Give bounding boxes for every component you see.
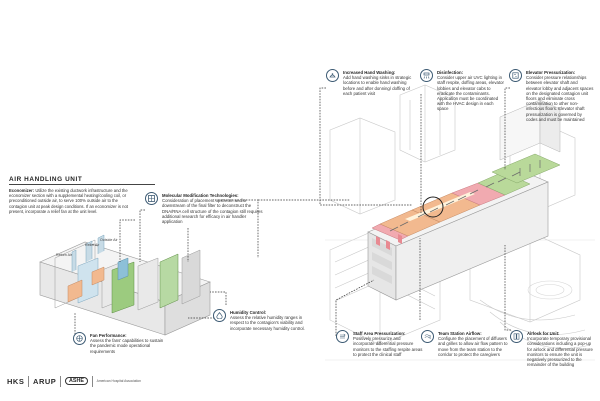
callout-molecular-text: Consideration of placement upstream and/… xyxy=(162,198,263,225)
economizer-title: Economizer: xyxy=(9,188,35,193)
callout-disinfection: Disinfection: Consider upper air UVC lig… xyxy=(420,69,505,112)
callout-disinfection-text: Consider upper air UVC lighting in staff… xyxy=(437,75,504,112)
air-handling-unit-drawing xyxy=(39,234,211,336)
callout-humidity-text: Assess the relative humidity ranges in r… xyxy=(230,315,305,331)
filter-grid-icon xyxy=(145,192,158,205)
callout-airlock-text: Incorporate temporary provisional consid… xyxy=(527,336,593,368)
pressure-icon xyxy=(336,330,349,343)
uv-lamp-icon xyxy=(420,69,433,82)
droplet-icon xyxy=(213,309,226,322)
callout-team-title: Team Station Airflow: xyxy=(438,331,482,336)
callout-staff-title: Staff Area Pressurization: xyxy=(353,331,406,336)
arup-logo: ARUP xyxy=(33,376,57,386)
section-title: AIR HANDLING UNIT xyxy=(9,176,83,183)
callout-team: Team Station Airflow: Configure the plac… xyxy=(421,330,508,357)
section-divider xyxy=(9,184,155,185)
callout-handwash-title: Increased Hand Washing: xyxy=(343,70,396,75)
hospital-building xyxy=(367,99,561,301)
airlock-door-icon xyxy=(510,330,523,343)
callout-staff: Staff Area Pressurization: Positively pr… xyxy=(336,330,423,357)
aha-logo: American Hospital Association xyxy=(96,379,142,383)
hks-logo: HKS xyxy=(7,376,25,386)
outside-air-label: Outside Air xyxy=(100,238,118,242)
callout-staff-text: Positively pressurize and incorporate di… xyxy=(353,336,423,357)
callout-handwash: Increased Hand Washing: Add hand washing… xyxy=(326,69,415,96)
callout-humidity-title: Humidity Control: xyxy=(230,310,267,315)
callout-team-text: Configure the placement of diffusers and… xyxy=(438,336,508,357)
relief-air-label: Relief Air xyxy=(85,243,100,247)
economizer-note: Economizer: Utilize the existing ductwor… xyxy=(9,188,135,214)
return-air-label: Return Air xyxy=(56,253,72,257)
callout-fan: Fan Performance: Assess the fans' capabi… xyxy=(73,332,166,354)
callout-handwash-text: Add hand washing sinks in strategic loca… xyxy=(343,75,412,96)
fan-icon xyxy=(73,332,86,345)
ashe-logo: ASHE xyxy=(64,377,88,385)
economizer-text: Utilize the existing ductwork infrastruc… xyxy=(9,188,128,214)
logo-separator xyxy=(28,375,30,387)
callout-elevator: Elevator Pressurization: Consider pressu… xyxy=(509,69,594,122)
callout-disinfection-title: Disinfection: xyxy=(437,70,464,75)
callout-elevator-title: Elevator Pressurization: xyxy=(526,70,576,75)
callout-airlock: Airlock for Unit: Incorporate temporary … xyxy=(510,330,595,368)
airflow-icon xyxy=(421,330,434,343)
callout-molecular-title: Molecular Modification Technologies: xyxy=(162,193,239,198)
callout-fan-text: Assess the fans' capabilities to sustain… xyxy=(90,338,164,354)
callout-fan-title: Fan Performance: xyxy=(90,333,127,338)
elevator-icon xyxy=(509,69,522,82)
hand-wash-icon xyxy=(326,69,339,82)
leader-lines xyxy=(74,87,511,340)
callout-airlock-title: Airlock for Unit: xyxy=(527,331,560,336)
logo-separator xyxy=(60,375,61,387)
callout-molecular: Molecular Modification Technologies: Con… xyxy=(145,192,264,225)
callout-humidity: Humidity Control: Assess the relative hu… xyxy=(213,309,310,331)
logo-separator xyxy=(91,375,93,387)
callout-elevator-text: Consider pressure relationships between … xyxy=(526,75,594,122)
partner-logos: HKS ARUP ASHE American Hospital Associat… xyxy=(7,374,141,388)
